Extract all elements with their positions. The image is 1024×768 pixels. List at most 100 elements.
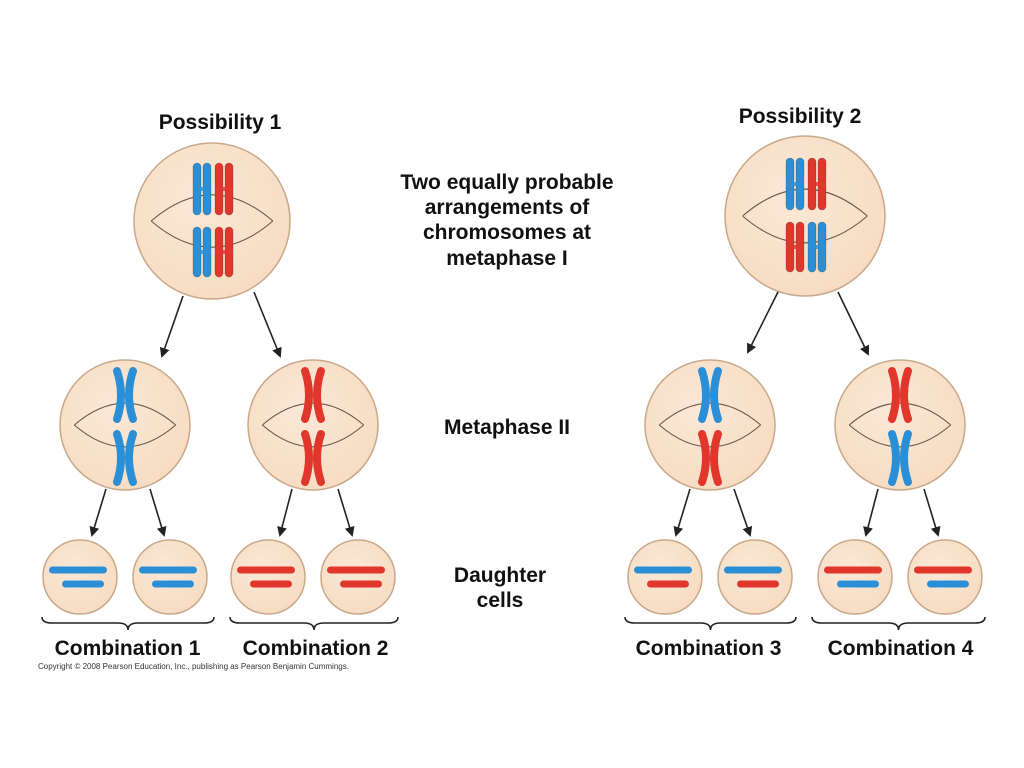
daughter-5-chromosome-top (634, 566, 692, 574)
brace-combination-1 (41, 616, 215, 631)
daughter-6-chromosome-bottom (737, 580, 779, 588)
daughter-8-chromosome-top (914, 566, 972, 574)
daughter-5-cell (627, 539, 703, 615)
arrow-d4 (337, 488, 355, 537)
daughter-6-cell (717, 539, 793, 615)
metaphase-ii-label: Metaphase II (443, 416, 571, 439)
mI-possibility-2-top-right-centromere (808, 182, 826, 186)
mII-p1-right-bottom-arm-right (313, 430, 325, 486)
arrow-d2 (149, 488, 167, 537)
combination-1-label: Combination 1 (54, 637, 201, 660)
daughter-7-cell (817, 539, 893, 615)
metaphase-i-possibility-1-spindle-lower (150, 220, 274, 248)
mI-possibility-2-top-left-centromere (786, 182, 804, 186)
metaphase-i-caption-line-1: Two equally probable (400, 171, 614, 194)
metaphase-ii-p1-left-membrane (59, 359, 191, 491)
daughter-1-membrane (42, 539, 118, 615)
metaphase-i-caption-line-2: arrangements of (424, 196, 590, 220)
arrow-p1-left (159, 295, 184, 358)
daughter-2-membrane (132, 539, 208, 615)
mII-p2-right-top-arm-right (900, 367, 912, 423)
metaphase-i-caption-line-4: metaphase I (446, 246, 568, 270)
possibility-2-label: Possibility 2 (738, 105, 862, 128)
daughter-1-cell (42, 539, 118, 615)
daughter-3-cell (230, 539, 306, 615)
combination-4-label: Combination 4 (827, 637, 974, 660)
mII-p1-left-bottom-arm-right (125, 430, 137, 486)
metaphase-i-possibility-2-membrane (724, 135, 886, 297)
mII-p1-right-top-arm-right (313, 367, 325, 423)
metaphase-ii-p1-right-spindle-upper (261, 402, 365, 426)
daughter-2-cell (132, 539, 208, 615)
brace-combination-4 (811, 616, 986, 631)
mII-p2-right-bottom-arm-right (900, 430, 912, 486)
metaphase-ii-p2-right-spindle-upper (848, 402, 952, 426)
metaphase-ii-p1-right-membrane (247, 359, 379, 491)
copyright-notice: Copyright © 2008 Pearson Education, Inc.… (38, 662, 349, 671)
daughter-5-chromosome-bottom (647, 580, 689, 588)
metaphase-ii-p2-right-spindle-lower (848, 424, 952, 448)
daughter-3-chromosome-bottom (250, 580, 292, 588)
metaphase-ii-p1-left-spindle-upper (73, 402, 177, 426)
mII-p2-right-bottom-arm-left (888, 430, 900, 486)
mI-possibility-1-bottom-right-centromere (215, 250, 233, 254)
daughter-7-chromosome-bottom (837, 580, 879, 588)
daughter-5-membrane (627, 539, 703, 615)
daughter-4-cell (320, 539, 396, 615)
mII-p1-left-bottom-arm-left (113, 430, 125, 486)
brace-combination-2 (229, 616, 399, 631)
metaphase-i-caption: Two equally probable arrangements of chr… (352, 170, 662, 271)
daughter-6-membrane (717, 539, 793, 615)
metaphase-ii-p1-left-cell (59, 359, 191, 491)
arrow-p2-right (837, 291, 870, 356)
daughter-4-membrane (320, 539, 396, 615)
daughter-cells-label: Daughter cells (430, 563, 570, 613)
combination-2-label: Combination 2 (242, 637, 389, 660)
mI-possibility-2-bottom-left-centromere (786, 245, 804, 249)
arrow-d8 (923, 488, 941, 537)
daughter-1-chromosome-bottom (62, 580, 104, 588)
daughter-2-chromosome-bottom (152, 580, 194, 588)
metaphase-i-possibility-2-cell (724, 135, 886, 297)
daughter-cells-label-line-1: Daughter (453, 564, 547, 587)
brace-combination-3 (624, 616, 797, 631)
mI-possibility-2-bottom-right-centromere (808, 245, 826, 249)
metaphase-i-possibility-2-spindle-upper (742, 188, 868, 217)
metaphase-ii-p2-right-cell (834, 359, 966, 491)
metaphase-ii-p2-left-membrane (644, 359, 776, 491)
metaphase-i-possibility-1-membrane (133, 142, 291, 300)
arrow-d3 (277, 488, 293, 537)
metaphase-ii-p2-left-spindle-lower (658, 424, 762, 448)
mII-p2-right-top-arm-left (888, 367, 900, 423)
daughter-3-membrane (230, 539, 306, 615)
daughter-6-chromosome-top (724, 566, 782, 574)
metaphase-i-possibility-2-spindle-lower (742, 215, 868, 244)
daughter-4-chromosome-top (327, 566, 385, 574)
arrow-d7 (863, 488, 879, 537)
mII-p1-left-top-arm-right (125, 367, 137, 423)
mI-possibility-1-bottom-left-centromere (193, 250, 211, 254)
daughter-cells-label-line-2: cells (476, 589, 524, 613)
possibility-1-label: Possibility 1 (158, 111, 282, 134)
mII-p1-left-top-arm-left (113, 367, 125, 423)
arrow-d1 (89, 488, 107, 537)
arrow-p1-right (253, 291, 282, 358)
metaphase-ii-p2-right-membrane (834, 359, 966, 491)
daughter-8-membrane (907, 539, 983, 615)
daughter-8-cell (907, 539, 983, 615)
mII-p2-left-top-arm-right (710, 367, 722, 423)
metaphase-ii-p2-left-cell (644, 359, 776, 491)
mII-p2-left-bottom-arm-left (698, 430, 710, 486)
daughter-4-chromosome-bottom (340, 580, 382, 588)
daughter-7-membrane (817, 539, 893, 615)
combination-3-label: Combination 3 (635, 637, 782, 660)
daughter-1-chromosome-top (49, 566, 107, 574)
metaphase-i-possibility-1-cell (133, 142, 291, 300)
arrow-d6 (733, 488, 753, 537)
mII-p2-left-bottom-arm-right (710, 430, 722, 486)
daughter-8-chromosome-bottom (927, 580, 969, 588)
metaphase-ii-p2-left-spindle-upper (658, 402, 762, 426)
daughter-2-chromosome-top (139, 566, 197, 574)
